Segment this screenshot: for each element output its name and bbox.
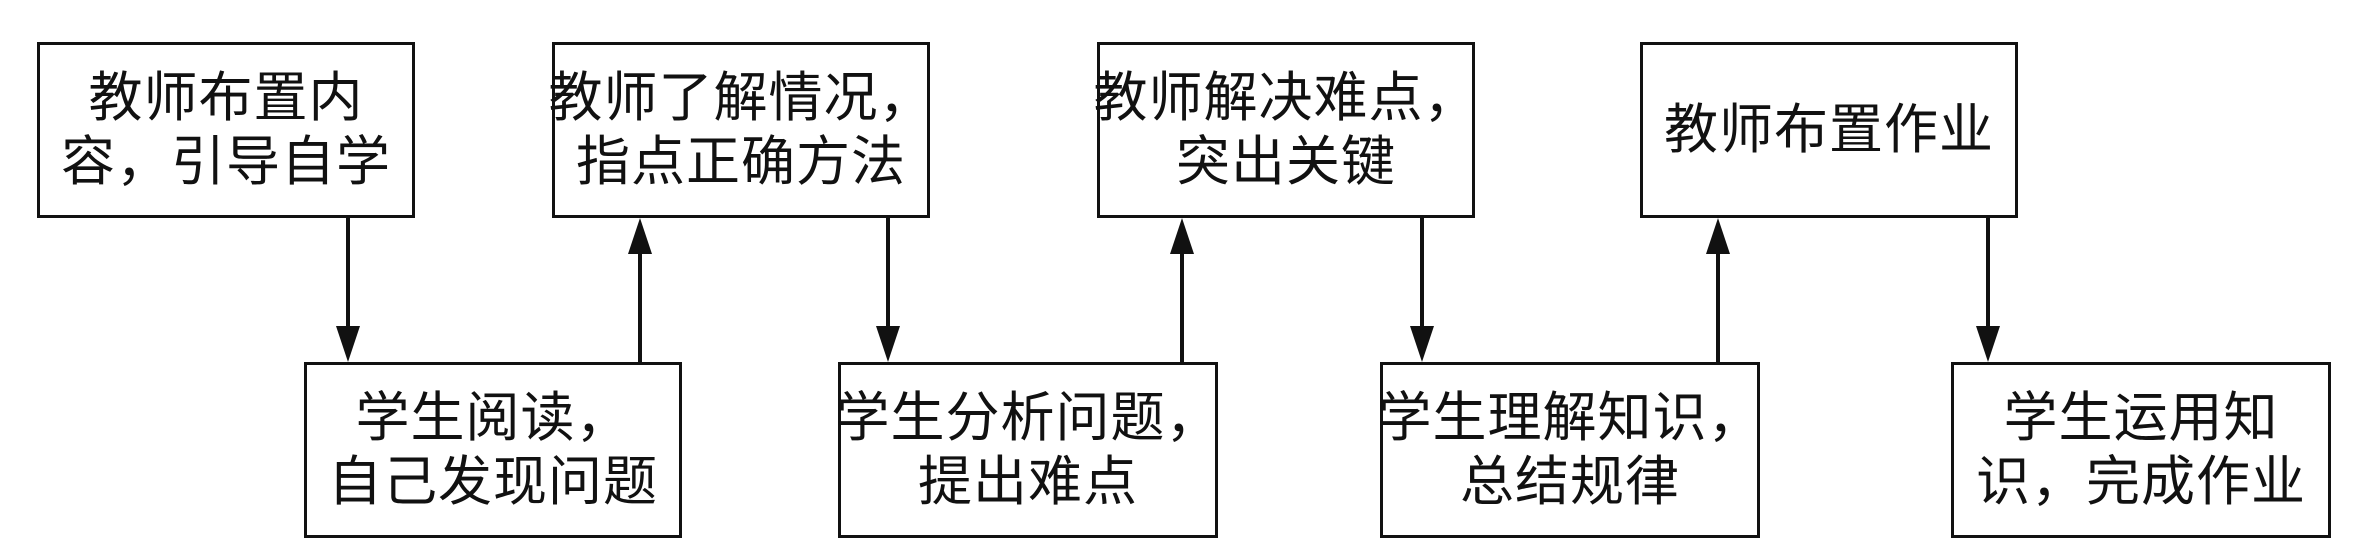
box-text-line: 指点正确方法: [576, 130, 906, 193]
box-text-line: 突出关键: [1176, 130, 1396, 193]
box-text-line: 教师布置内: [88, 66, 364, 130]
student-step-apply-knowledge: 学生运用知 识，完成作业: [1951, 362, 2331, 538]
box-text-line: 教师了解情况，: [548, 66, 934, 130]
arrow-teacher2-to-student2: [876, 218, 900, 362]
box-text-line: 学生理解知识，: [1377, 386, 1763, 450]
box-text-line: 教师布置作业: [1664, 98, 1994, 162]
box-text-line: 容，引导自学: [61, 130, 391, 193]
arrow-student1-to-teacher2: [628, 218, 652, 362]
arrow-teacher1-to-student1: [336, 218, 360, 362]
box-text-line: 提出难点: [918, 450, 1138, 513]
student-step-understand-knowledge: 学生理解知识， 总结规律: [1377, 362, 1763, 538]
student-step-analyze-problems: 学生分析问题， 提出难点: [835, 362, 1221, 538]
box-text-line: 学生运用知: [2003, 386, 2279, 450]
teacher-step-solve-difficulties: 教师解决难点， 突出关键: [1094, 42, 1478, 218]
arrow-student2-to-teacher3: [1170, 218, 1194, 362]
box-text-line: 自己发现问题: [328, 450, 658, 513]
box-text-line: 学生分析问题，: [835, 386, 1221, 450]
teacher-step-understand-situation: 教师了解情况， 指点正确方法: [549, 42, 933, 218]
arrow-teacher3-to-student3: [1410, 218, 1434, 362]
box-text-line: 总结规律: [1460, 450, 1680, 513]
box-text-line: 教师解决难点，: [1093, 66, 1479, 130]
teacher-step-assign-content: 教师布置内 容，引导自学: [37, 42, 415, 218]
teacher-step-assign-homework: 教师布置作业: [1640, 42, 2018, 218]
box-text-line: 识，完成作业: [1976, 450, 2306, 513]
arrow-student3-to-teacher4: [1706, 218, 1730, 362]
arrow-teacher4-to-student4: [1976, 218, 2000, 362]
box-text-line: 学生阅读，: [355, 386, 631, 450]
student-step-read-find-problems: 学生阅读， 自己发现问题: [304, 362, 682, 538]
